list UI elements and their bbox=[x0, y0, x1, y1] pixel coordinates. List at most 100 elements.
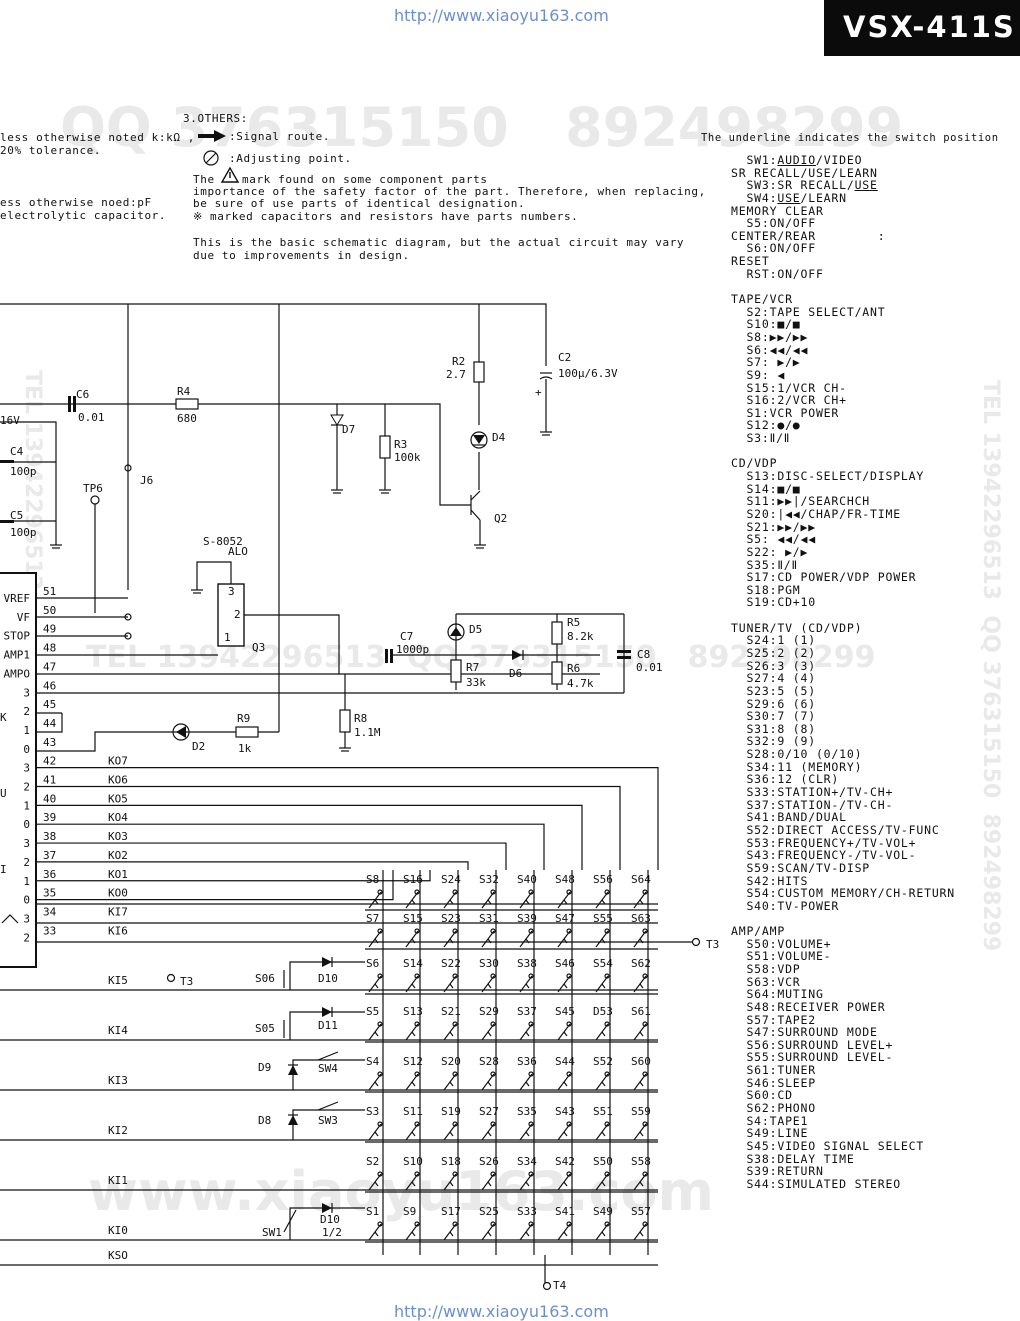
switch-contact-icon bbox=[374, 983, 379, 989]
matrix-switch-label: D53 bbox=[593, 1005, 613, 1018]
switch-node-icon bbox=[528, 889, 534, 895]
switch-node-icon bbox=[566, 928, 572, 934]
matrix-switch-label: S16 bbox=[403, 873, 423, 886]
matrix-switch-label: S20 bbox=[441, 1055, 461, 1068]
switch-contact-icon bbox=[563, 1081, 568, 1087]
ic-pin-name: AMP1 bbox=[4, 649, 31, 662]
switch-list-line: S34:11 (MEMORY) bbox=[731, 759, 863, 774]
component-label-d10: D10 bbox=[318, 972, 338, 985]
component-label-c6v: 0.01 bbox=[78, 411, 105, 424]
switch-list-line: S22: ▶/▶ bbox=[731, 544, 809, 559]
switch-node-icon bbox=[452, 1071, 458, 1077]
matrix-switch-label: S30 bbox=[479, 957, 499, 970]
switch-contact-icon bbox=[449, 1181, 454, 1187]
switch-list-line: S56:SURROUND LEVEL+ bbox=[731, 1037, 894, 1052]
ic-pin-signal: KI7 bbox=[108, 905, 128, 918]
switch-contact-icon bbox=[374, 1131, 379, 1137]
switch-contact-icon bbox=[411, 1231, 416, 1237]
ic-pin-signal: KO7 bbox=[108, 755, 128, 768]
ki-row-label: KI0 bbox=[108, 1224, 128, 1237]
switch-list-line: S20:|◀◀/CHAP/FR-TIME bbox=[731, 506, 901, 521]
switch-contact-icon bbox=[374, 1231, 379, 1237]
matrix-switch-label: S14 bbox=[403, 957, 423, 970]
control-trace bbox=[289, 961, 365, 990]
switch-contact-icon bbox=[563, 1181, 568, 1187]
switch-node-icon bbox=[642, 1121, 648, 1127]
component-label-c2: C2 bbox=[558, 351, 571, 364]
matrix-switch-label: S43 bbox=[555, 1105, 575, 1118]
switch-node-icon bbox=[452, 889, 458, 895]
switch-list-line: S54:CUSTOM MEMORY/CH-RETURN bbox=[731, 886, 955, 901]
note-left-4: electrolytic capacitor. bbox=[0, 209, 167, 222]
others-title: 3.OTHERS: bbox=[183, 112, 249, 125]
switch-contact-icon bbox=[411, 1181, 416, 1187]
switch-list-line: S23:5 (5) bbox=[731, 683, 816, 698]
switch-contact-icon bbox=[411, 899, 416, 905]
component-label-t4: T4 bbox=[553, 1279, 567, 1292]
signal-route-arrow-icon bbox=[198, 130, 226, 142]
url-bottom[interactable]: http://www.xiaoyu163.com bbox=[394, 1302, 609, 1321]
component-label-s05: S05 bbox=[255, 1022, 275, 1035]
switch-node-icon bbox=[642, 1221, 648, 1227]
switch-list-line: S10:■/■ bbox=[731, 317, 801, 332]
component-label-c5v: 100p bbox=[10, 526, 37, 539]
ic-pin-number: 46 bbox=[43, 679, 56, 692]
switch-contact-icon bbox=[639, 983, 644, 989]
toggle-switch-icon bbox=[317, 1101, 339, 1111]
matrix-switch-label: S10 bbox=[403, 1155, 423, 1168]
switch-contact-icon bbox=[601, 1031, 606, 1037]
ic-pin-name: 0 bbox=[23, 818, 30, 831]
switch-node-icon bbox=[528, 1021, 534, 1027]
ic-pin-number: 45 bbox=[43, 698, 56, 711]
ic-pin-name: 0 bbox=[23, 743, 30, 756]
switch-list-line: S6:ON/OFF bbox=[731, 241, 816, 256]
component-label-sw1: SW1 bbox=[262, 1226, 282, 1239]
switch-contact-icon bbox=[449, 899, 454, 905]
switch-contact-icon bbox=[487, 1181, 492, 1187]
switch-node-icon bbox=[377, 889, 383, 895]
switch-node-icon bbox=[452, 1221, 458, 1227]
switch-list-line: S63:VCR bbox=[731, 974, 801, 989]
switch-list-line: S64:MUTING bbox=[731, 987, 824, 1002]
component-label-c8v: 0.01 bbox=[636, 661, 663, 674]
component-label-d2: D2 bbox=[192, 740, 205, 753]
switch-contact-icon bbox=[487, 1231, 492, 1237]
ic-pin-number: 37 bbox=[43, 849, 56, 862]
switch-contact-icon bbox=[563, 1131, 568, 1137]
switch-list-line: RST:ON/OFF bbox=[731, 266, 824, 281]
matrix-switch-label: S38 bbox=[517, 957, 537, 970]
ic-pin-number: 33 bbox=[43, 924, 56, 937]
switch-list-line: TUNER/TV (CD/VDP) bbox=[731, 620, 863, 635]
switch-contact-icon bbox=[525, 938, 530, 944]
switch-contact-icon bbox=[411, 983, 416, 989]
matrix-switch-label: S40 bbox=[517, 873, 537, 886]
matrix-switch-label: S19 bbox=[441, 1105, 461, 1118]
component-label-c7: C7 bbox=[400, 630, 413, 643]
matrix-switch-label: S26 bbox=[479, 1155, 499, 1168]
ic-side-letter: U bbox=[0, 787, 7, 800]
ic-pin-number: 47 bbox=[43, 660, 56, 673]
ic-pin-number: 41 bbox=[43, 774, 56, 787]
switch-list-line: S1:VCR POWER bbox=[731, 405, 840, 420]
matrix-switch-label: S23 bbox=[441, 912, 461, 925]
switch-node-icon bbox=[414, 1221, 420, 1227]
matrix-switch-label: S56 bbox=[593, 873, 613, 886]
component-label-r9: R9 bbox=[237, 712, 250, 725]
switch-list-line: S46:SLEEP bbox=[731, 1075, 816, 1090]
matrix-switch-label: S49 bbox=[593, 1205, 613, 1218]
url-top[interactable]: http://www.xiaoyu163.com bbox=[394, 6, 609, 25]
switch-node-icon bbox=[490, 928, 496, 934]
switch-contact-icon bbox=[639, 1231, 644, 1237]
ic-pin-name: 2 bbox=[23, 931, 30, 944]
note-left-2: 20% tolerance. bbox=[0, 144, 102, 157]
matrix-switch-label: S44 bbox=[555, 1055, 575, 1068]
component-label-q3_p2: 2 bbox=[234, 608, 241, 621]
component-label-j6: J6 bbox=[140, 474, 153, 487]
switch-contact-icon bbox=[449, 938, 454, 944]
switch-list-line: S5: ◀◀/◀◀ bbox=[731, 532, 816, 547]
component-label-c6: C6 bbox=[76, 388, 89, 401]
diode-icon bbox=[322, 1203, 332, 1213]
ki-row-label: KI1 bbox=[108, 1174, 128, 1187]
matrix-switch-label: S3 bbox=[366, 1105, 379, 1118]
switch-contact-icon bbox=[563, 938, 568, 944]
